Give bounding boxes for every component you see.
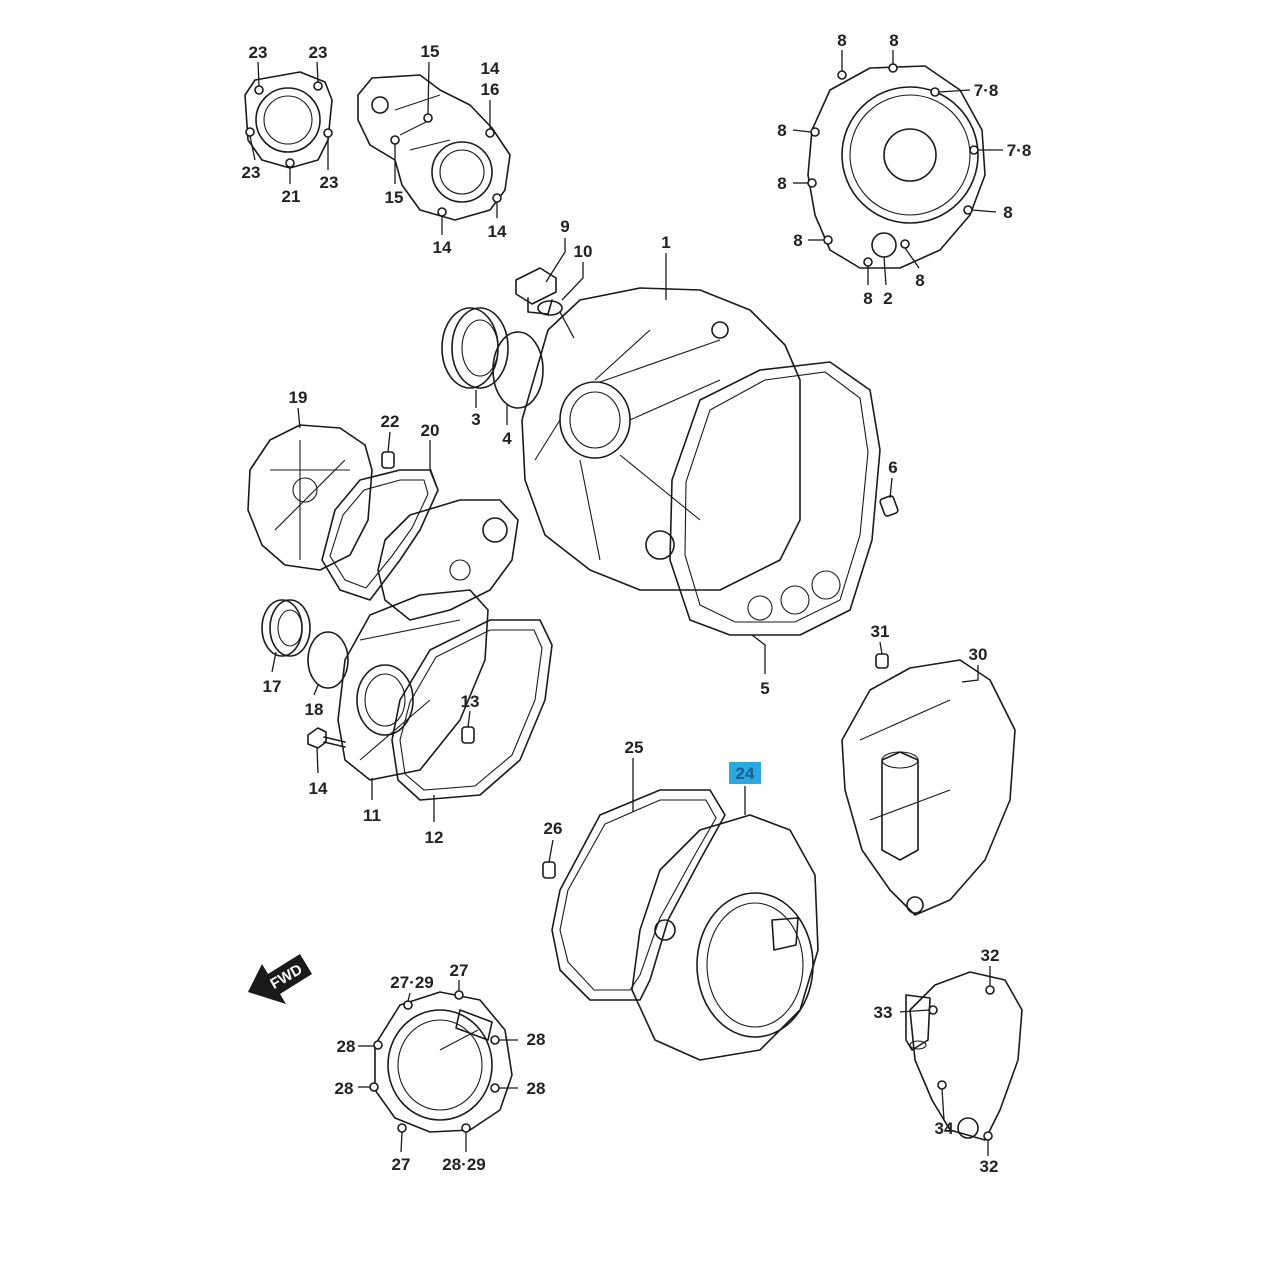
part-12-gasket [391, 619, 553, 801]
part-6-dowel [879, 495, 899, 517]
part-label: 13 [461, 692, 480, 711]
part-20-gasket [321, 469, 439, 601]
part-label: 22 [381, 412, 400, 431]
part-25-gasket [551, 789, 726, 1001]
part-label: 23 [320, 173, 339, 192]
part-22-dowel [381, 451, 395, 469]
leader-lines [249, 50, 1003, 1156]
part-label: 1 [661, 233, 670, 252]
fwd-arrow-icon: FWD [248, 954, 312, 1004]
part-label: 12 [425, 828, 444, 847]
part-label: 28 [335, 1079, 354, 1098]
part-label: 34 [935, 1119, 954, 1138]
part-label: 14 [488, 222, 507, 241]
part-label: 15 [385, 188, 404, 207]
part-label: 23 [242, 163, 261, 182]
part-9-plug [515, 267, 557, 315]
part-5-gasket [669, 361, 881, 636]
part-label: 17 [263, 677, 282, 696]
part-label: 30 [969, 645, 988, 664]
part-label: 24 [736, 764, 755, 783]
part-label: 23 [309, 43, 328, 62]
part-label: 7·8 [1007, 141, 1032, 160]
part-4-oring [492, 331, 544, 409]
part-label: 8 [777, 121, 786, 140]
part-label: 25 [625, 738, 644, 757]
part-label: 27·29 [390, 973, 433, 992]
part-label: 21 [282, 187, 301, 206]
part-11-body [337, 589, 489, 781]
part-label: 28 [337, 1037, 356, 1056]
part-2-cover [807, 63, 986, 269]
part-label: 20 [421, 421, 440, 440]
part-24-cover [631, 814, 819, 1061]
part-27-cover [369, 990, 513, 1133]
part-label: 8 [793, 231, 802, 250]
part-label: 8 [777, 174, 786, 193]
highlight-box [729, 762, 761, 784]
part-1-case [521, 287, 801, 591]
part-label: 32 [980, 1157, 999, 1176]
part-31-dowel [875, 653, 889, 669]
part-label: 32 [981, 946, 1000, 965]
part-label: 33 [874, 1003, 893, 1022]
part-label: 8 [863, 289, 872, 308]
part-label: 31 [871, 622, 890, 641]
part-label: 16 [481, 80, 500, 99]
part-label: 14 [481, 59, 500, 78]
part-label: 9 [560, 217, 569, 236]
part-label: 14 [309, 779, 328, 798]
part-18-oring [307, 631, 349, 689]
part-label: 14 [433, 238, 452, 257]
part-11-body-upper [377, 499, 519, 621]
part-label: 26 [544, 819, 563, 838]
part-23-cover [244, 71, 333, 169]
part-labels: 23 23 23 21 23 15 14 16 15 14 14 8 8 7·8… [242, 31, 1032, 1176]
part-13-dowel [461, 726, 475, 744]
part-label: 28 [527, 1079, 546, 1098]
part-label: 8 [837, 31, 846, 50]
part-label: 2 [883, 289, 892, 308]
part-label: 10 [574, 242, 593, 261]
part-label: 28 [527, 1030, 546, 1049]
part-14-bolt [307, 727, 346, 749]
part-label: 8 [915, 271, 924, 290]
part-label: 5 [760, 679, 769, 698]
part-label: 23 [249, 43, 268, 62]
part-label: 6 [888, 458, 897, 477]
part-label: 3 [471, 410, 480, 429]
part-label: 18 [305, 700, 324, 719]
part-label: 19 [289, 388, 308, 407]
part-label: 27 [392, 1155, 411, 1174]
part-label: 11 [363, 806, 381, 825]
part-17-seal [261, 599, 311, 657]
part-label: 28·29 [442, 1155, 485, 1174]
part-label: 15 [421, 42, 440, 61]
part-10-oring [537, 300, 563, 316]
part-26-dowel [542, 861, 556, 879]
part-19-cover [247, 424, 373, 571]
part-label: 4 [502, 429, 512, 448]
part-label: 7·8 [974, 81, 999, 100]
part-32-cover [905, 971, 1023, 1141]
part-label: 8 [1003, 203, 1012, 222]
part-label: 8 [889, 31, 898, 50]
part-label: 27 [450, 961, 469, 980]
part-30-cover [841, 659, 1016, 916]
